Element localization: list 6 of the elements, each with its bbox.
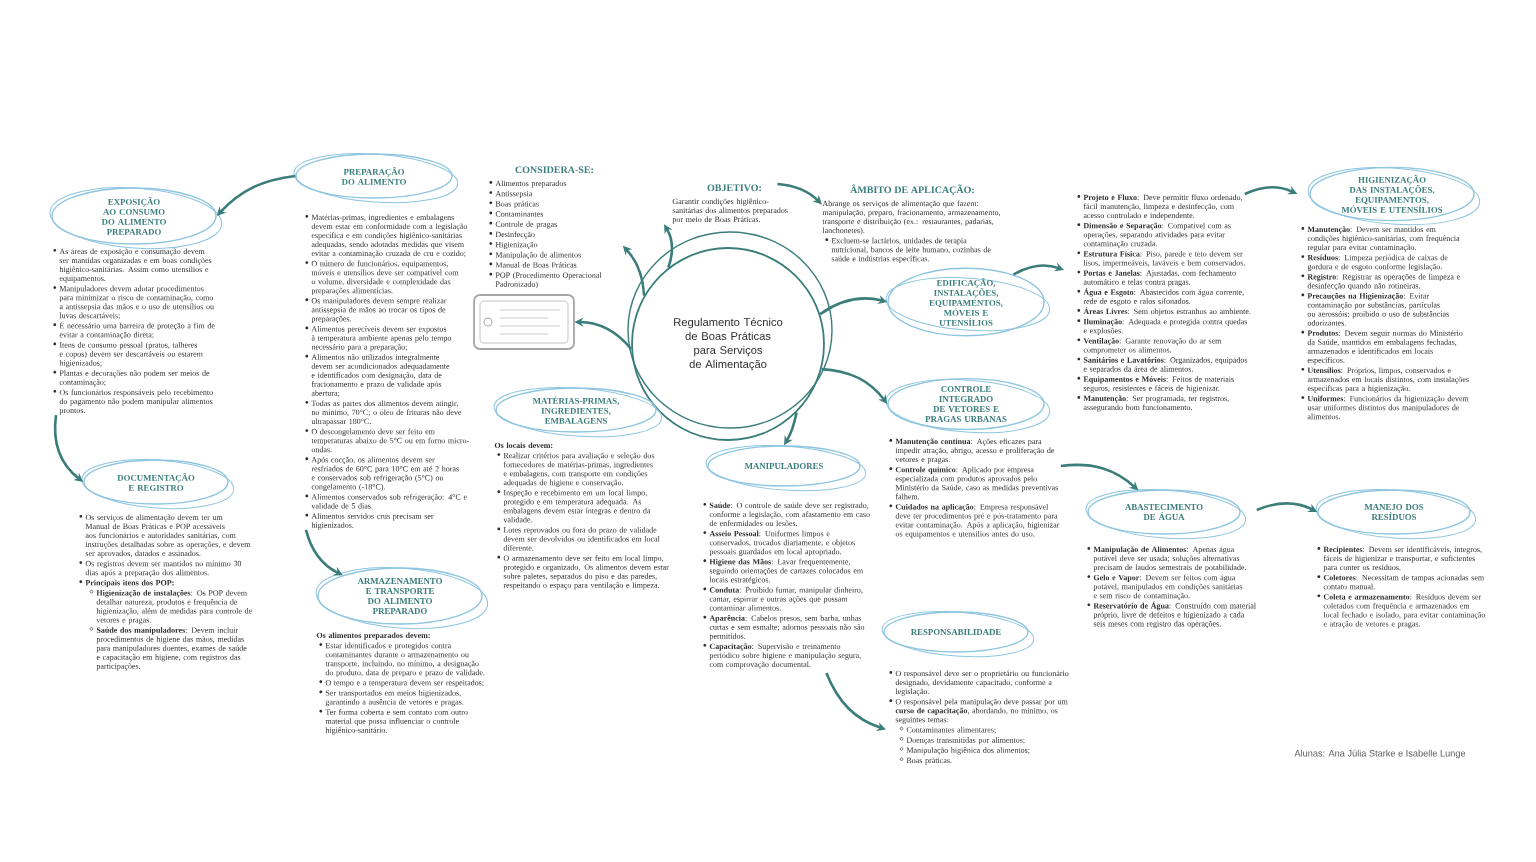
arrow xyxy=(664,224,674,269)
arrow xyxy=(777,182,822,205)
arrow xyxy=(821,367,888,404)
arrow xyxy=(1012,262,1064,276)
tag-drawing xyxy=(473,294,575,350)
arrow xyxy=(304,529,343,576)
